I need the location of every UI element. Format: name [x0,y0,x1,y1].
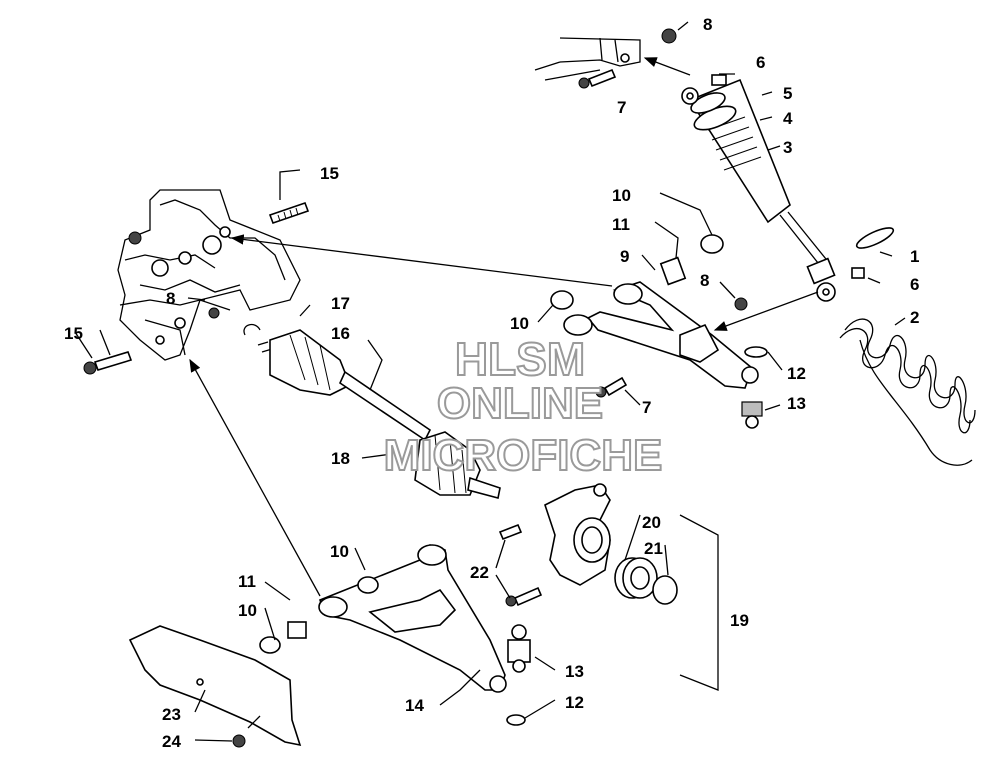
watermark: HLSM ONLINE MICROFICHE [383,332,664,481]
upper-a-arm [563,281,759,389]
callout-4: 4 [783,109,793,128]
callout-15-left: 15 [64,324,83,343]
callout-17: 17 [331,294,350,313]
skid-plate [128,625,302,747]
callout-20: 20 [642,513,661,532]
leader-lines [74,21,906,742]
assembly-bracket [679,514,719,691]
callout-1: 1 [910,247,919,266]
callout-8-top: 8 [703,15,712,34]
callout-11-low: 11 [238,572,256,591]
callout-7-mid: 7 [642,398,651,417]
upper-circlip [744,346,768,358]
callout-14: 14 [405,696,424,715]
callout-6-top: 6 [756,53,765,72]
callout-7-top: 7 [617,98,626,117]
callout-11-top: 11 [612,215,630,234]
coil-spring [839,318,976,466]
drive-axle [257,329,501,499]
callout-13-top: 13 [787,394,806,413]
ball-joint-lower [507,624,531,673]
callout-22: 22 [470,563,489,582]
spring-retainer [855,227,895,249]
callout-16: 16 [331,324,350,343]
shock-absorber [681,78,836,302]
watermark-line-2: ONLINE [437,379,603,428]
lower-circlip [506,714,526,726]
callout-12-low: 12 [565,693,584,712]
circlip [243,323,261,336]
watermark-line-3: MICROFICHE [384,431,663,480]
frame-assembly [117,189,301,361]
callout-23: 23 [162,705,181,724]
upper-frame-bracket [534,37,641,81]
wheel-bearing [614,557,678,605]
callout-labels: 8 6 7 5 4 3 1 6 2 15 10 11 9 8 8 17 16 1… [64,15,919,751]
callout-6-right: 6 [910,275,919,294]
callout-13-low: 13 [565,662,584,681]
fasteners [83,28,865,748]
callout-19: 19 [730,611,749,630]
upper-bushings [550,234,724,310]
lower-a-arm [318,544,507,693]
callout-21: 21 [644,539,663,558]
callout-3: 3 [783,138,792,157]
callout-24: 24 [162,732,181,751]
callout-10-top: 10 [612,186,631,205]
callout-8-mid: 8 [700,271,709,290]
callout-10-bottom: 10 [238,601,257,620]
watermark-line-1: HLSM [455,333,585,385]
lower-bushings [259,576,379,654]
callout-12-top: 12 [787,364,806,383]
callout-5: 5 [783,84,792,103]
callout-10-low: 10 [330,542,349,561]
callout-18: 18 [331,449,350,468]
ball-joint-upper [741,401,763,429]
callout-10-mid: 10 [510,314,529,333]
callout-9: 9 [620,247,629,266]
steering-knuckle [544,483,611,586]
callout-15-top: 15 [320,164,339,183]
callout-2: 2 [910,308,919,327]
callout-8-left: 8 [166,289,175,308]
